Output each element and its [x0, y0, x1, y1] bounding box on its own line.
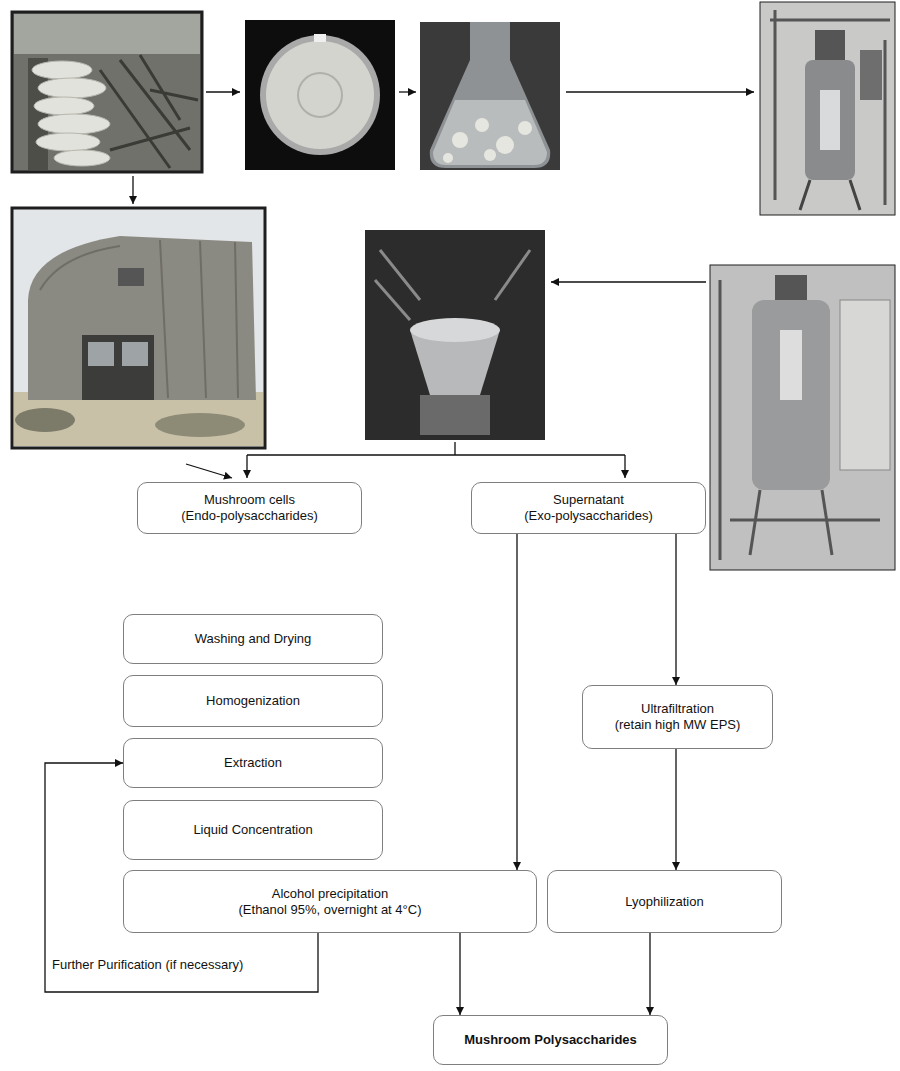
process-box: Alcohol precipitation(Ethanol 95%, overn… — [123, 870, 537, 933]
process-box: Supernatant(Exo-polysaccharides) — [471, 482, 706, 534]
pellet — [475, 118, 489, 132]
flow-arrow — [566, 91, 754, 92]
photo-background — [710, 265, 895, 570]
photo-frame — [12, 208, 265, 448]
process-box: Homogenization — [123, 675, 383, 727]
pellet — [518, 121, 532, 135]
flow-connector — [459, 933, 460, 1015]
process-box: Liquid Concentration — [123, 800, 383, 860]
box-label: Supernatant — [553, 492, 624, 508]
flow-arrow — [246, 455, 247, 478]
plastic-sheet — [14, 14, 200, 54]
flow-connector — [649, 933, 650, 1015]
petri-dish-photo — [245, 20, 395, 170]
flow-arrow — [186, 464, 232, 478]
flow-arrow — [624, 455, 625, 478]
control-panel — [840, 300, 890, 470]
box-label: Mushroom Polysaccharides — [464, 1032, 637, 1048]
process-box: Lyophilization — [547, 870, 782, 933]
photo-frame — [12, 12, 202, 172]
straw — [100, 55, 198, 168]
photo-background — [760, 2, 895, 215]
box-label: (Ethanol 95%, overnight at 4°C) — [239, 902, 422, 918]
pellet — [452, 132, 468, 148]
process-box: Washing and Drying — [123, 614, 383, 664]
bioreactor-photo — [760, 2, 895, 215]
flask-glass — [430, 22, 550, 168]
box-label: Mushroom cells — [204, 492, 295, 508]
flow-arrow — [551, 281, 706, 282]
mushroom-cap — [36, 133, 100, 151]
hut — [28, 236, 256, 400]
box-label: Lyophilization — [625, 894, 703, 910]
centrifuge-lid — [410, 318, 500, 342]
flow-arrow — [132, 176, 133, 204]
tubes — [375, 250, 530, 320]
process-box: Mushroom cells(Endo-polysaccharides) — [137, 482, 362, 534]
pipes — [770, 10, 890, 205]
box-label: Liquid Concentration — [193, 822, 312, 838]
mycelium — [266, 41, 374, 149]
pellet — [496, 136, 514, 154]
fermenter-photo — [710, 265, 895, 570]
mushroom-photo — [12, 12, 202, 172]
connector-label: Further Purification (if necessary) — [50, 957, 245, 973]
flow-connector — [675, 749, 676, 870]
greenhouse-photo — [12, 208, 265, 448]
bush — [15, 408, 75, 432]
photo-background — [365, 230, 545, 440]
flow-arrow — [206, 91, 240, 92]
mushroom-cap — [32, 61, 92, 79]
vent — [118, 268, 144, 286]
pellet — [484, 149, 496, 161]
pipes — [720, 280, 880, 560]
mushroom-cap — [38, 78, 106, 98]
legs — [800, 180, 860, 210]
mushroom-cap — [34, 97, 94, 115]
box-label: Ultrafiltration — [641, 701, 714, 717]
motor — [775, 275, 807, 300]
process-box: Extraction — [123, 738, 383, 788]
flask-photo — [420, 22, 560, 170]
box-label: Washing and Drying — [195, 631, 312, 647]
colony-ring — [298, 73, 342, 117]
centrifuge-base — [420, 395, 490, 435]
bush — [155, 413, 245, 437]
door — [82, 335, 154, 400]
flow-connector — [675, 534, 676, 685]
flow-arrow — [399, 91, 416, 92]
sight-glass — [820, 90, 840, 150]
sight-glass — [780, 330, 802, 400]
motor — [815, 30, 845, 60]
mushroom-cap — [54, 150, 110, 166]
flow-connector — [516, 534, 517, 870]
box-label: Homogenization — [206, 693, 300, 709]
box-label: (Endo-polysaccharides) — [181, 508, 318, 524]
pellet — [443, 153, 453, 163]
box-label: (Exo-polysaccharides) — [524, 508, 653, 524]
photo-background — [245, 20, 395, 170]
tape — [314, 34, 326, 42]
box-label: (retain high MW EPS) — [615, 717, 741, 733]
door-pane — [88, 342, 114, 366]
flask-liquid — [433, 100, 547, 165]
ground — [14, 392, 263, 446]
centrifuge-photo — [365, 230, 545, 440]
vessel — [805, 60, 855, 180]
process-box: Ultrafiltration(retain high MW EPS) — [582, 685, 773, 749]
mushroom-cap — [38, 114, 110, 134]
photo-background — [420, 22, 560, 170]
box-label: Alcohol precipitation — [272, 886, 388, 902]
photo-arrows — [133, 92, 754, 478]
split-line — [247, 442, 625, 455]
box-label: Extraction — [224, 755, 282, 771]
door-pane — [122, 342, 148, 366]
process-box: Mushroom Polysaccharides — [433, 1015, 668, 1065]
vessel — [752, 300, 830, 490]
petri-rim — [260, 35, 380, 155]
control-panel — [860, 50, 882, 100]
